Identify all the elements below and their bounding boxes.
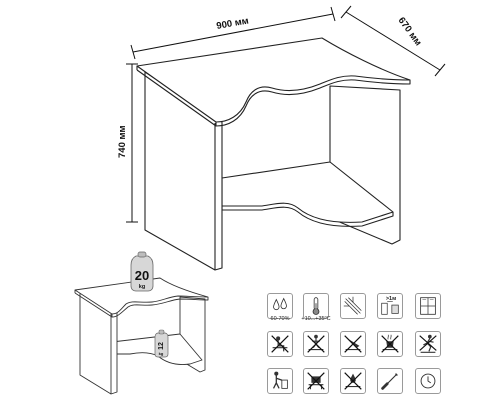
window-icon — [415, 293, 441, 319]
desktop-load-value: 20 — [135, 268, 149, 283]
width-label: 900 мм — [216, 15, 250, 31]
desk-shelf — [221, 161, 394, 223]
screwdriver-icon — [377, 368, 403, 394]
desk-tabletop — [136, 37, 411, 123]
person-assembling-icon — [267, 368, 293, 394]
shelf-load-unit: kg — [159, 351, 164, 356]
shelf-load-weight-icon — [154, 329, 169, 358]
no-standing-on-table-icon — [303, 331, 329, 357]
depth-label: 670 мм — [396, 15, 424, 48]
humidity-drops-icon — [267, 293, 293, 319]
thermometer-icon — [303, 293, 329, 319]
no-heavy-load-icon — [303, 368, 329, 394]
no-hot-items-icon — [377, 331, 403, 357]
distance-from-heater-icon — [377, 293, 403, 319]
no-climbing-icon — [415, 331, 441, 357]
shelf-load-value: 12 — [158, 342, 165, 350]
no-sitting-on-table-icon — [267, 331, 293, 357]
sun-rays-icon — [340, 293, 366, 319]
no-wet-cleaning-icon — [340, 368, 366, 394]
clock-icon — [415, 368, 441, 394]
distance-caption: >1м — [385, 296, 397, 302]
depth-dimension — [340, 5, 446, 77]
height-dimension — [126, 63, 138, 223]
temperature-caption: +10...+35ºC — [301, 316, 331, 322]
small-desk-tabletop — [74, 277, 209, 315]
humidity-caption: 60-70% — [270, 316, 290, 322]
desktop-load-weight-icon — [130, 251, 154, 292]
desk-main-drawing — [136, 37, 411, 271]
height-label: 740 мм — [117, 125, 128, 158]
desktop-load-unit: kg — [139, 284, 145, 290]
desk-small-drawing — [74, 277, 209, 395]
no-cutting-icon — [340, 331, 366, 357]
width-dimension — [130, 6, 336, 60]
